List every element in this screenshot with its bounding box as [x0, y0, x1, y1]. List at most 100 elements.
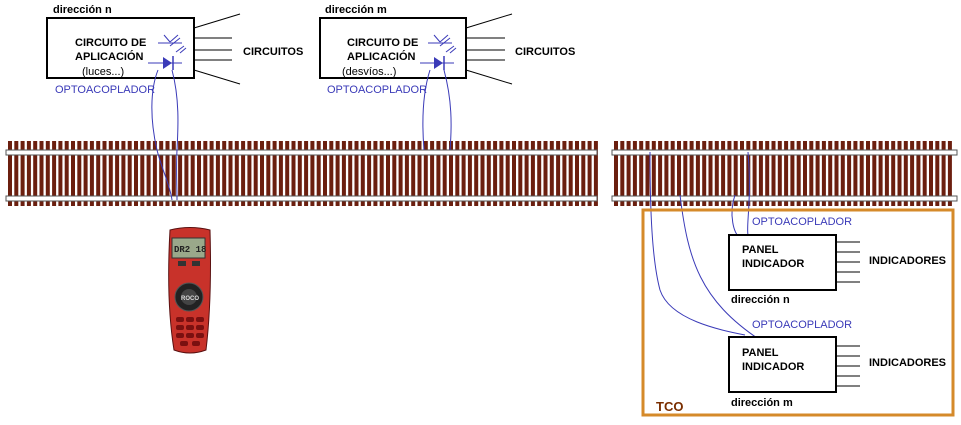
track-tie: [234, 141, 239, 206]
track-tie: [480, 141, 485, 206]
track-tie: [304, 141, 309, 206]
track-tie: [127, 141, 132, 206]
track-tie: [26, 141, 31, 206]
track-tie: [575, 141, 579, 206]
panel-m-opto-label: OPTOACOPLADOR: [752, 319, 852, 331]
track-tie: [695, 141, 700, 206]
track-tie: [39, 141, 44, 206]
panel-n-outputs: INDICADORES: [869, 255, 946, 267]
circuit-n-outputs: CIRCUITOS: [243, 46, 303, 58]
track-tie: [178, 141, 183, 206]
controller-display: [171, 237, 206, 259]
track-tie: [266, 141, 271, 206]
track-tie: [291, 141, 296, 206]
track-tie: [568, 141, 573, 206]
track-tie: [222, 141, 227, 206]
track-tie: [316, 141, 321, 206]
track-tie: [543, 141, 548, 206]
track-tie: [197, 141, 201, 206]
track-tie: [467, 141, 472, 206]
panel-m-title-1: PANEL: [742, 347, 779, 359]
track-tie: [499, 141, 504, 206]
controller-display-text: DR2 18: [174, 245, 206, 255]
wire-tco-m-1: [649, 151, 746, 336]
track-tie: [727, 141, 732, 206]
controller-brand: ROCO: [181, 296, 199, 302]
panel-m-outputs: INDICADORES: [869, 357, 946, 369]
track-tie: [436, 141, 441, 206]
track-tie: [455, 141, 460, 206]
track-tie: [746, 141, 751, 206]
track-rail: [611, 149, 958, 156]
track-tie: [935, 141, 940, 206]
track-tie: [683, 141, 688, 206]
track-tie: [8, 141, 12, 206]
track-tie: [486, 141, 491, 206]
optocoupler-icon: [420, 34, 457, 70]
track-tie: [916, 141, 921, 206]
track-tie: [664, 141, 669, 206]
track-tie: [645, 141, 650, 206]
track-tie: [45, 141, 50, 206]
track-tie: [821, 141, 826, 206]
track-tie: [329, 141, 334, 206]
track-tie: [790, 141, 795, 206]
track-tie: [872, 141, 877, 206]
track-tie: [752, 141, 757, 206]
wire-n-2: [171, 69, 179, 201]
track-tie: [614, 141, 618, 206]
track-tie: [765, 141, 770, 206]
circuit-m-box: [319, 17, 467, 79]
track-tie: [241, 141, 246, 206]
track-tie: [702, 141, 707, 206]
track-tie: [651, 141, 656, 206]
track-tie: [417, 141, 422, 206]
track-tie: [20, 141, 25, 206]
track-tie: [272, 141, 277, 206]
track-tie: [140, 141, 145, 206]
panel-m-address: dirección m: [731, 397, 793, 409]
track-tie: [941, 141, 946, 206]
track-tie: [658, 141, 663, 206]
track-rail: [611, 195, 958, 202]
track-tie: [253, 141, 258, 206]
circuit-n-opto-label: OPTOACOPLADOR: [55, 84, 155, 96]
track-tie: [83, 141, 88, 206]
track-tie: [134, 141, 138, 206]
circuit-n-title-2: APLICACIÓN: [75, 50, 144, 63]
track-tie: [14, 141, 19, 206]
track-tie: [260, 141, 264, 206]
panel-n-output-lines: [836, 241, 860, 283]
circuit-m-output-lines: [465, 13, 513, 85]
track-tie: [922, 141, 927, 206]
tco-border: [641, 208, 955, 417]
track-tie: [771, 141, 776, 206]
track-tie: [52, 141, 57, 206]
track-tie: [758, 141, 763, 206]
circuit-m-title-2: APLICACIÓN: [347, 50, 416, 63]
wire-m-1: [422, 69, 431, 151]
track-tie: [537, 141, 542, 206]
wire-tco-n-2: [747, 151, 750, 236]
circuit-n-address: dirección n: [53, 4, 112, 16]
track-tie: [556, 141, 561, 206]
track-tie: [593, 141, 598, 206]
circuit-n-box: [46, 17, 195, 79]
track-tie: [493, 141, 498, 206]
track-tie: [784, 141, 789, 206]
track-tie: [398, 141, 403, 206]
track-tie: [834, 141, 839, 206]
track-left: [5, 141, 598, 206]
track-tie: [562, 141, 567, 206]
circuit-n-note: (luces...): [82, 66, 124, 78]
track-tie: [404, 141, 409, 206]
track-tie: [411, 141, 416, 206]
panel-m-output-lines: [836, 345, 860, 387]
circuit-n-title-1: CIRCUITO DE: [75, 37, 146, 49]
panel-n-title-2: INDICADOR: [742, 258, 804, 270]
track-tie: [146, 141, 151, 206]
track-tie: [815, 141, 820, 206]
track-tie: [828, 141, 833, 206]
panel-n: OPTOACOPLADOR PANEL INDICADOR INDICADORE…: [728, 216, 946, 306]
